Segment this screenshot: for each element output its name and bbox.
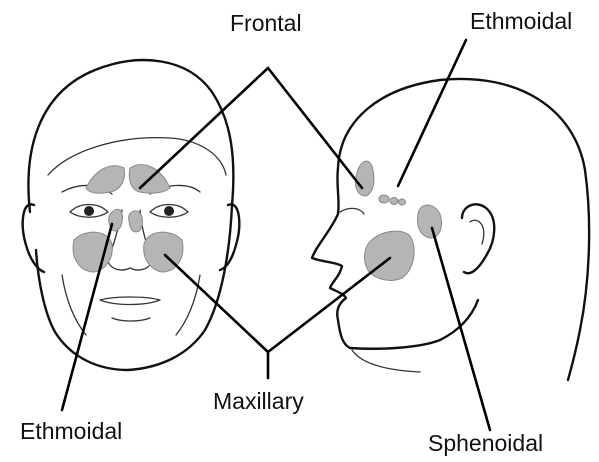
frontal-leader-side <box>268 68 362 188</box>
front-pupil-left <box>84 206 94 216</box>
ethmoidal-top-label: Ethmoidal <box>470 10 572 33</box>
side-ethmoid-cell-1 <box>379 195 389 203</box>
side-sphenoid-sinus <box>418 205 442 238</box>
front-mouth <box>100 297 160 305</box>
side-ethmoid-cell-3 <box>399 199 406 205</box>
front-chin-line <box>112 318 150 321</box>
front-ear-left <box>23 204 44 272</box>
front-ethmoid-sinus-right <box>129 211 143 232</box>
front-maxillary-sinus-left <box>73 232 112 272</box>
maxillary-label: Maxillary <box>213 390 304 413</box>
ethmoidal-bottom-label: Ethmoidal <box>20 420 122 443</box>
maxillary-leader-front <box>165 255 268 352</box>
side-eye <box>340 208 364 214</box>
front-frontal-sinus-left <box>86 166 124 193</box>
side-neck <box>352 350 420 372</box>
side-head <box>312 79 589 380</box>
side-frontal-sinus <box>355 161 374 196</box>
sphenoidal-label: Sphenoidal <box>428 432 543 455</box>
frontal-leader-front <box>140 68 268 188</box>
sphenoidal-leader <box>432 228 490 430</box>
side-ear-inner <box>470 220 484 244</box>
side-ear <box>462 204 494 273</box>
front-cheek-left <box>62 275 86 335</box>
front-pupil-right <box>164 206 174 216</box>
side-sinuses <box>355 161 441 280</box>
maxillary-leader-side <box>268 258 390 352</box>
frontal-label: Frontal <box>230 12 302 35</box>
side-ethmoid-cell-2 <box>390 198 398 205</box>
ethmoidal-top-leader <box>398 40 466 186</box>
